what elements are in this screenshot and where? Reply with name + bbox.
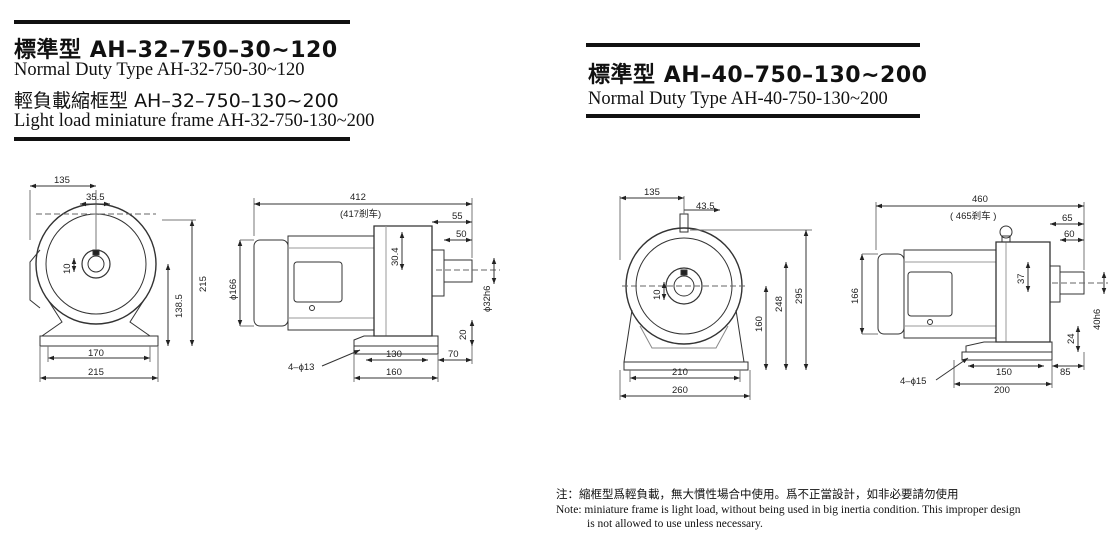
dim-70: 70	[448, 349, 459, 360]
note-chinese: 注：縮框型爲輕負載，無大慣性場合中使用。爲不正當設計，如非必要請勿使用	[556, 487, 959, 501]
dim-55: 55	[452, 211, 463, 222]
dim-phi166: ϕ166	[228, 279, 239, 300]
right-title-cn: 標準型	[588, 63, 656, 88]
dim-130: 130	[386, 349, 402, 360]
dim-85: 85	[1060, 367, 1071, 378]
dim-260: 260	[672, 385, 688, 396]
dim-135: 135	[644, 187, 660, 198]
dim-135: 135	[54, 175, 70, 186]
dim-150: 150	[996, 367, 1012, 378]
dim-30-4: 30.4	[390, 248, 401, 267]
right-front-dim-labels: 135 43.5 10 295 248 160 210 260	[644, 187, 805, 396]
left-bottom-rule	[14, 137, 350, 141]
dim-465-brake: ( 465剎车 )	[950, 210, 996, 222]
left-title-cn: 標準型	[14, 38, 82, 63]
dim-200: 200	[994, 385, 1010, 396]
dim-215-h: 215	[88, 367, 104, 378]
hole-4-phi13: 4–ϕ13	[288, 362, 314, 373]
dim-170: 170	[88, 348, 104, 359]
dim-210: 210	[672, 367, 688, 378]
left-front-view	[29, 183, 196, 382]
left-title-model: AH–32–750–30~120	[89, 38, 338, 63]
right-title-model: AH–40–750–130~200	[663, 63, 928, 88]
dim-20: 20	[458, 329, 469, 340]
dim-65: 65	[1062, 213, 1073, 224]
dim-40h6: 40h6	[1092, 309, 1103, 330]
dim-37: 37	[1016, 273, 1027, 284]
dim-166: 166	[850, 288, 861, 304]
dim-460: 460	[972, 194, 988, 205]
dim-248: 248	[774, 296, 785, 312]
left-light-load-cn: 輕負載縮框型 AH–32–750–130~200	[14, 86, 339, 113]
left-normal-duty: Normal Duty Type AH-32-750-30~120	[14, 60, 305, 80]
dim-215-v: 215	[198, 276, 209, 292]
left-light-load-en: Light load miniature frame AH-32-750-130…	[14, 111, 375, 131]
left-light-load-cn-label: 輕負載縮框型	[14, 90, 129, 112]
dim-138-5: 138.5	[174, 294, 185, 318]
dim-60: 60	[1064, 229, 1075, 240]
technical-drawings: 135 35.5 10 215 138.5 170 215 412 (417剎车…	[29, 175, 1108, 400]
dim-295: 295	[794, 288, 805, 304]
left-title: 標準型 AH–32–750–30~120	[14, 32, 338, 64]
dim-10: 10	[62, 263, 73, 274]
right-bottom-rule	[586, 114, 920, 118]
dim-43-5: 43.5	[696, 201, 715, 212]
dim-160: 160	[386, 367, 402, 378]
dim-412: 412	[350, 192, 366, 203]
note-english-line1: Note: miniature frame is light load, wit…	[556, 504, 1021, 516]
right-front-view	[619, 195, 812, 400]
dim-phi32h6: ϕ32h6	[482, 286, 493, 312]
right-top-rule	[586, 43, 920, 47]
right-normal-duty: Normal Duty Type AH-40-750-130~200	[588, 89, 888, 109]
right-side-view	[859, 202, 1108, 388]
dim-35-5: 35.5	[86, 192, 105, 203]
note-english-line2: is not allowed to use unless necessary.	[587, 518, 763, 530]
left-top-rule	[14, 20, 350, 24]
left-light-load-model: AH–32–750–130~200	[134, 90, 339, 112]
hole-4-phi15: 4–ϕ15	[900, 376, 926, 387]
left-side-view	[237, 198, 500, 382]
left-side-dim-labels: 412 (417剎车) 55 50 30.4 ϕ166 ϕ32h6 20 130…	[228, 192, 493, 378]
dim-417-brake: (417剎车)	[340, 208, 381, 220]
dim-10: 10	[652, 289, 663, 300]
dim-24: 24	[1066, 333, 1077, 344]
right-title: 標準型 AH–40–750–130~200	[588, 57, 927, 89]
right-side-dim-labels: 460 ( 465剎车 ) 65 60 37 166 40h6 24 150 8…	[850, 194, 1103, 396]
dim-160: 160	[754, 316, 765, 332]
left-front-dim-labels: 135 35.5 10 215 138.5 170 215	[54, 175, 209, 378]
dim-50: 50	[456, 229, 467, 240]
